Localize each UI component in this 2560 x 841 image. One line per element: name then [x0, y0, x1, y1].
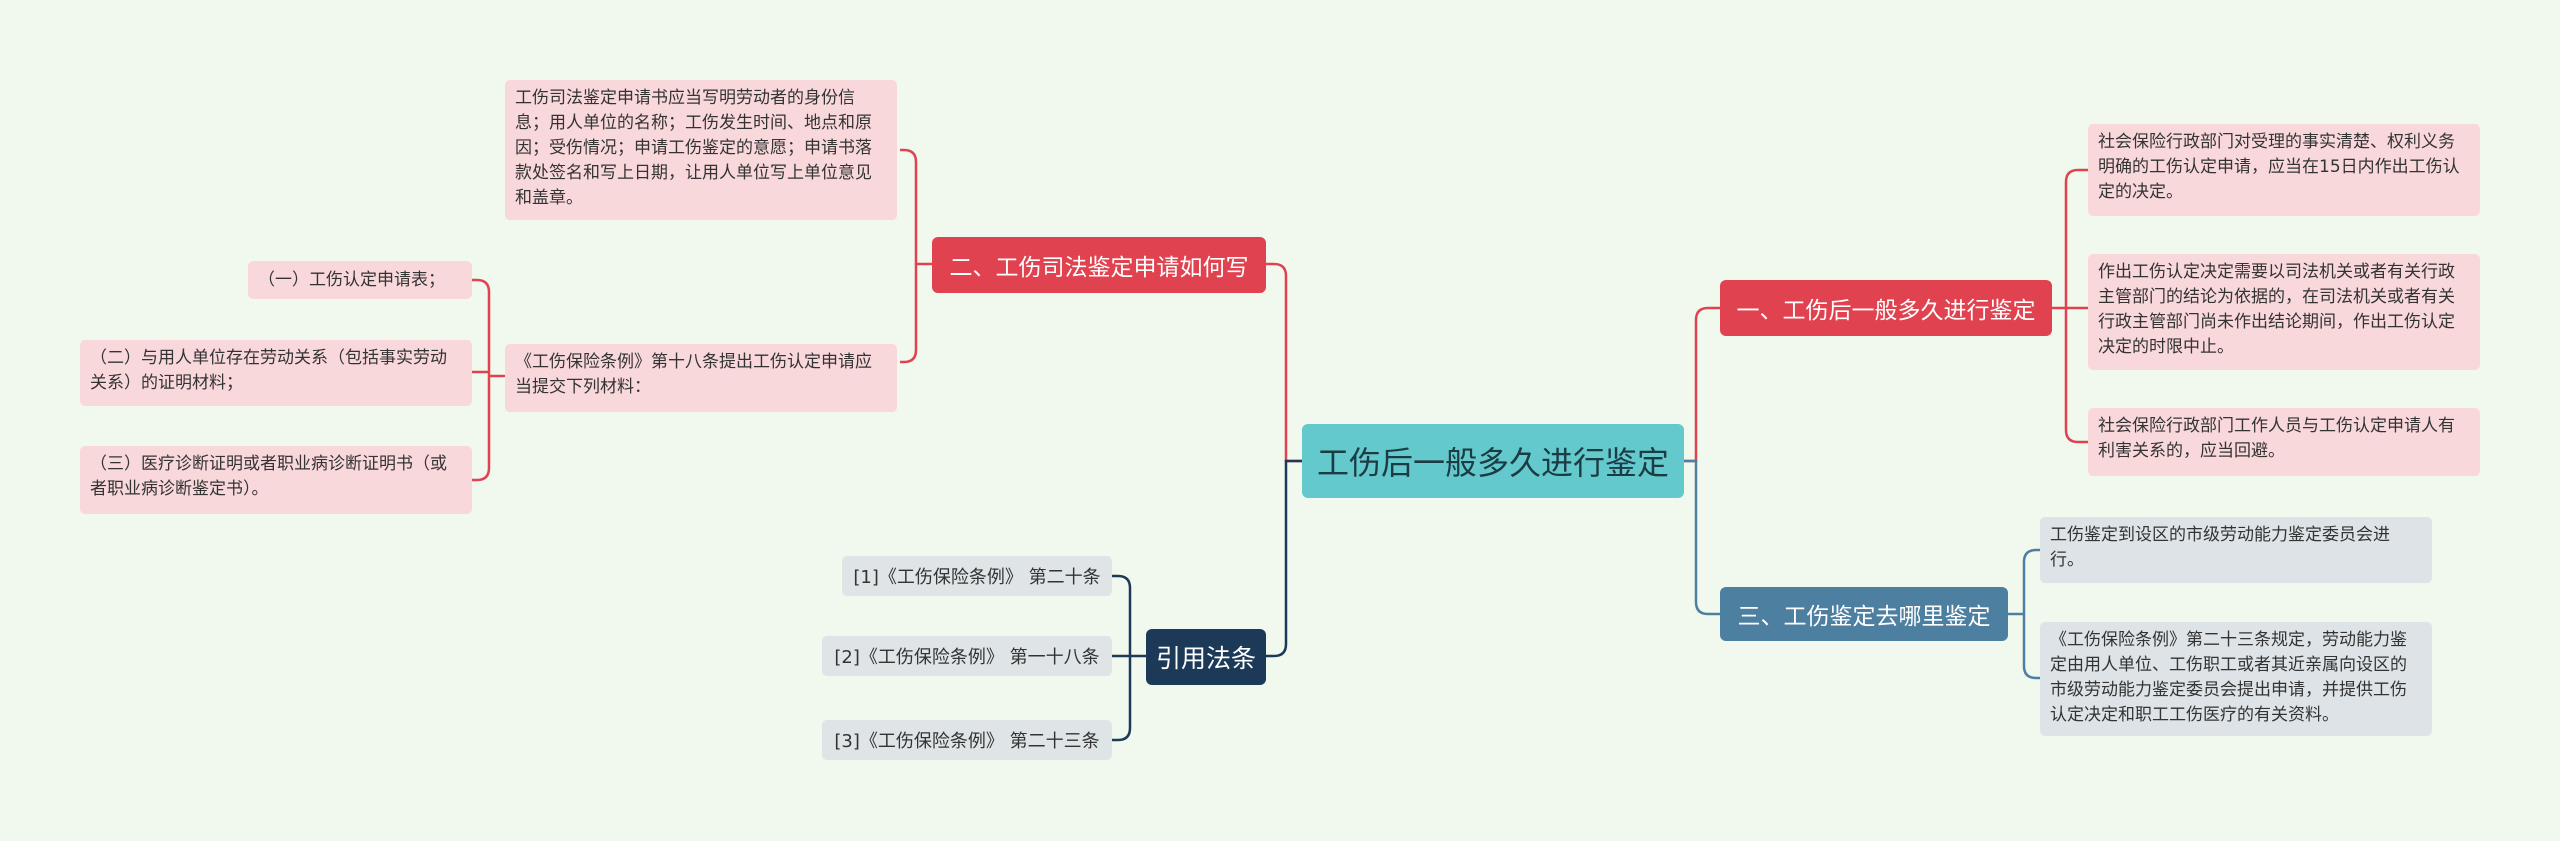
branch-one-leaf-1: 社会保险行政部门对受理的事实清楚、权利义务明确的工伤认定申请，应当在15日内作出… — [2088, 124, 2480, 216]
link-root-b2 — [1262, 262, 1302, 463]
reference-item-1[interactable]: [1]《工伤保险条例》 第二十条 — [842, 556, 1112, 596]
branch-two[interactable]: 二、工伤司法鉴定申请如何写 — [932, 237, 1266, 293]
link-root-ref — [1262, 459, 1302, 658]
link-b3-leaves — [2008, 548, 2040, 680]
branch-one-leaf-2: 作出工伤认定决定需要以司法机关或者有关行政主管部门的结论为依据的，在司法机关或者… — [2088, 254, 2480, 370]
sub-item-2: （二）与用人单位存在劳动关系（包括事实劳动关系）的证明材料； — [80, 340, 472, 406]
sub-item-1: （一）工伤认定申请表； — [248, 261, 472, 299]
sub-item-3: （三）医疗诊断证明或者职业病诊断证明书（或者职业病诊断鉴定书）。 — [80, 446, 472, 514]
branch-three-leaf-2: 《工伤保险条例》第二十三条规定，劳动能力鉴定由用人单位、工伤职工或者其近亲属向设… — [2040, 622, 2432, 736]
references-branch[interactable]: 引用法条 — [1146, 629, 1266, 685]
branch-three[interactable]: 三、工伤鉴定去哪里鉴定 — [1720, 587, 2008, 641]
link-b1-leaves — [2052, 168, 2088, 444]
branch-two-leaf-top: 工伤司法鉴定申请书应当写明劳动者的身份信息；用人单位的名称；工伤发生时间、地点和… — [505, 80, 897, 220]
reference-item-3[interactable]: [3]《工伤保险条例》 第二十三条 — [822, 720, 1112, 760]
link-b2-leaves — [900, 148, 932, 364]
link-ref-items — [1112, 574, 1146, 742]
branch-one[interactable]: 一、工伤后一般多久进行鉴定 — [1720, 280, 2052, 336]
branch-two-leaf-mid: 《工伤保险条例》第十八条提出工伤认定申请应当提交下列材料： — [505, 344, 897, 412]
root-topic[interactable]: 工伤后一般多久进行鉴定 — [1302, 424, 1684, 498]
link-b2-subitems — [472, 278, 505, 482]
reference-item-2[interactable]: [2]《工伤保险条例》 第一十八条 — [822, 636, 1112, 676]
branch-three-leaf-1: 工伤鉴定到设区的市级劳动能力鉴定委员会进行。 — [2040, 517, 2432, 583]
link-root-b3 — [1684, 459, 1720, 616]
branch-one-leaf-3: 社会保险行政部门工作人员与工伤认定申请人有利害关系的，应当回避。 — [2088, 408, 2480, 476]
link-root-b1 — [1684, 306, 1720, 463]
